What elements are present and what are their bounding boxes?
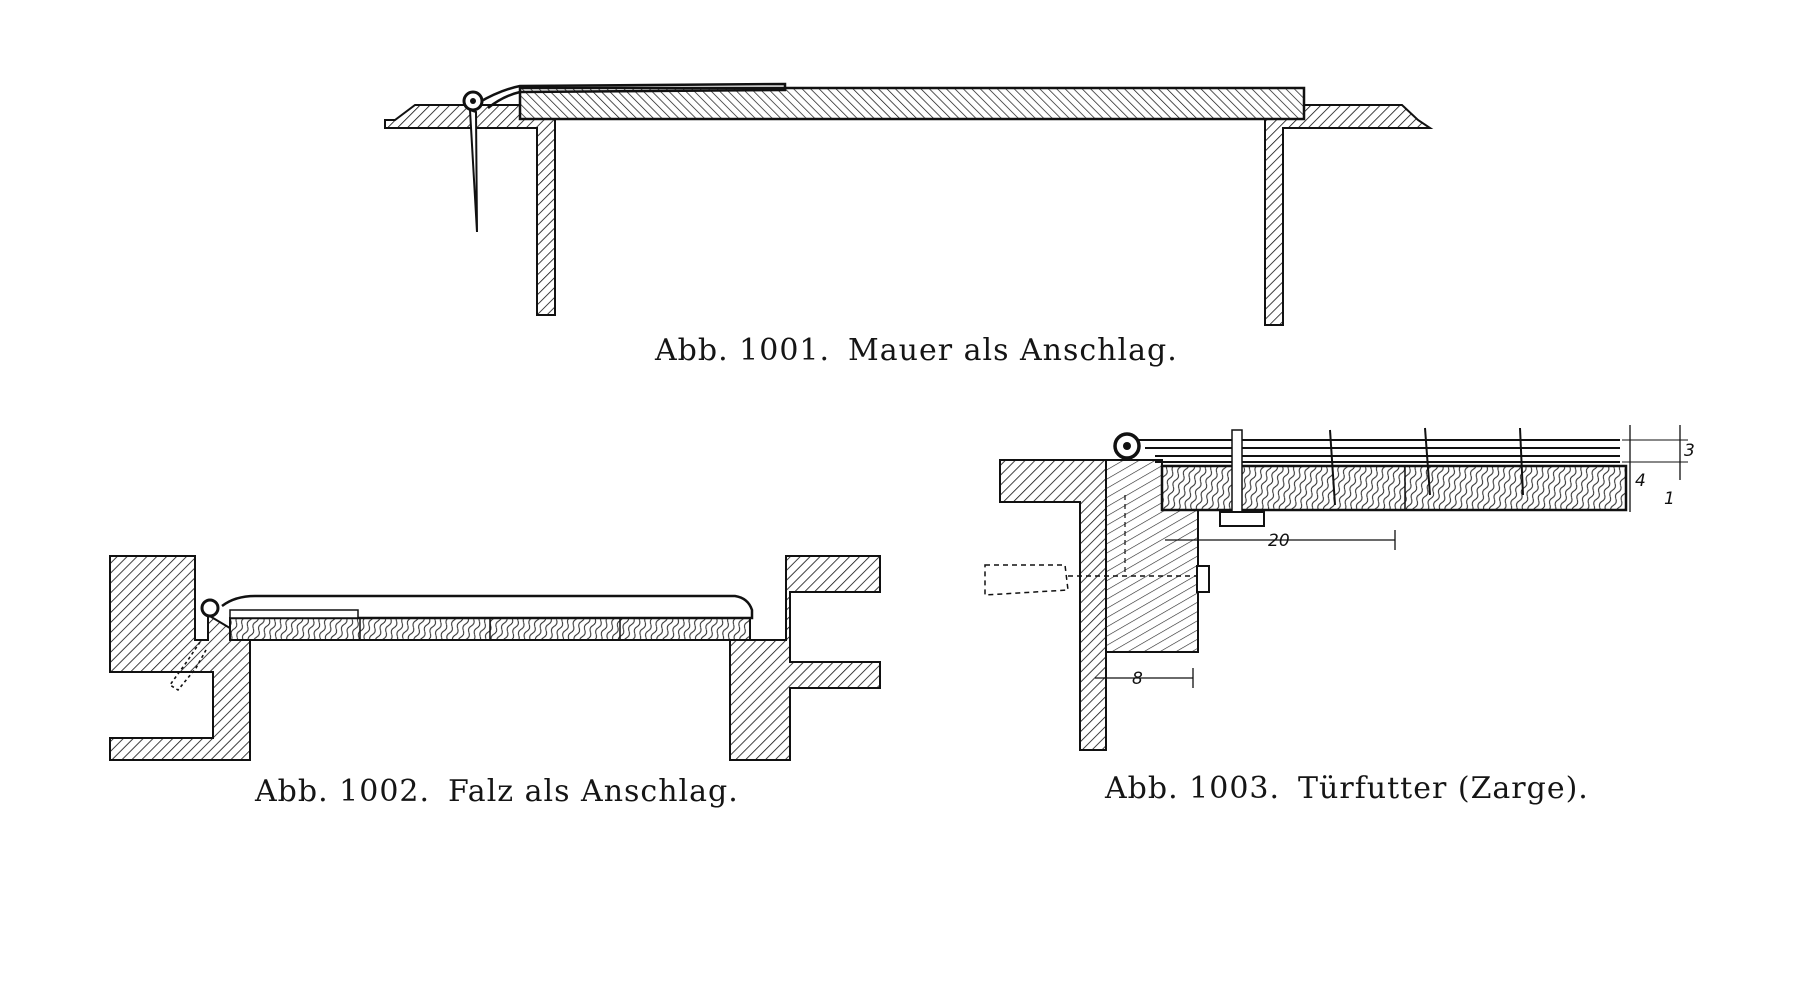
- caption-text-1003: Türfutter (Zarge).: [1298, 771, 1589, 806]
- dim-label-3: 3: [1684, 441, 1695, 461]
- masonry-wall: [999, 459, 1119, 751]
- hinge-knuckle: [200, 598, 220, 618]
- left-wall: [384, 104, 556, 316]
- hinge-band: [221, 594, 754, 620]
- pintle-spike: [468, 108, 478, 233]
- dim-label-20: 20: [1268, 531, 1290, 551]
- figure-1003-drawing: 20 8 4 3 1: [984, 425, 1695, 751]
- right-wall: [1264, 104, 1434, 326]
- caption-text-1001: Mauer als Anschlag.: [848, 333, 1178, 368]
- dim-label-8: 8: [1132, 669, 1143, 689]
- figure-number-1003: Abb. 1003.: [1105, 771, 1281, 806]
- figure-1002-drawing: [109, 555, 881, 761]
- left-rebated-wall: [109, 555, 251, 761]
- caption-figure-1003: Abb. 1003. Türfutter (Zarge).: [1105, 771, 1589, 806]
- dim-label-1: 1: [1664, 489, 1675, 509]
- right-rebated-wall: [729, 555, 881, 761]
- bolt: [1231, 429, 1243, 513]
- hinge-band: [1135, 439, 1620, 463]
- broken-spike: [168, 641, 207, 692]
- figure-1001-drawing: [384, 82, 1434, 326]
- door-leaf: [518, 86, 1306, 121]
- caption-text-1002: Falz als Anschlag.: [448, 774, 739, 809]
- figure-number-1002: Abb. 1002.: [255, 774, 431, 809]
- hinge-band: [477, 82, 787, 109]
- dim-label-4: 4: [1635, 471, 1646, 491]
- figure-number-1001: Abb. 1001.: [655, 333, 831, 368]
- caption-figure-1001: Abb. 1001. Mauer als Anschlag.: [655, 333, 1178, 368]
- caption-figure-1002: Abb. 1002. Falz als Anschlag.: [255, 774, 739, 809]
- wall-anchor-dashed: [984, 564, 1069, 596]
